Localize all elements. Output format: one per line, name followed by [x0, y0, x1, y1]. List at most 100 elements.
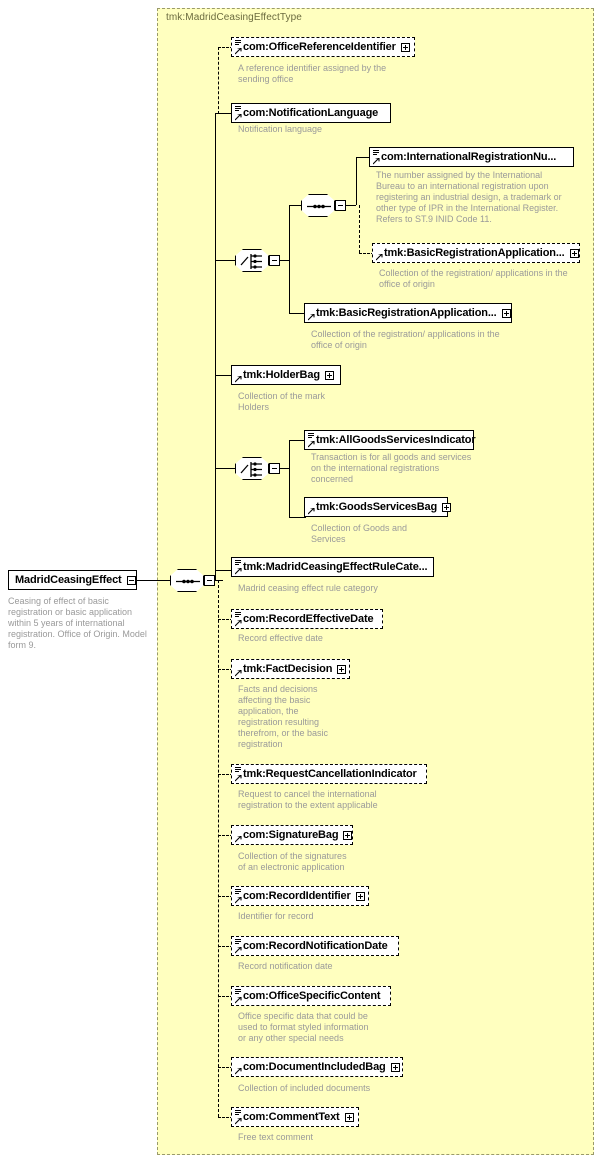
branch-record-effective-date	[218, 619, 233, 620]
simple-type-icon	[235, 1110, 241, 1115]
branch-signature-bag	[218, 835, 233, 836]
branch-office-specific-content	[218, 996, 233, 997]
element-expand-icon[interactable]	[343, 830, 353, 840]
element-label: com:SignatureBag	[243, 828, 339, 841]
annotation-com-OfficeSpecificContent: Office specific data that could be used …	[238, 1011, 369, 1043]
annotation-com-RecordNotificationDate: Record notification date	[238, 961, 333, 971]
simple-type-icon	[235, 40, 241, 45]
element-expand-icon[interactable]	[442, 502, 452, 512]
element-arrow-icon	[373, 158, 380, 165]
element-com-InternationalRegistrationNumber[interactable]: com:InternationalRegistrationNu...	[369, 147, 576, 170]
main-trunk-solid	[215, 113, 216, 581]
branch-madrid-ceasing-effect-rule-category	[215, 570, 233, 571]
branch-to-choice-2	[215, 468, 235, 469]
element-com-OfficeSpecificContent[interactable]: com:OfficeSpecificContent	[231, 986, 393, 1009]
simple-type-icon	[235, 106, 241, 111]
annotation-tmk-HolderBag: Collection of the mark Holders	[238, 391, 326, 412]
element-expand-icon[interactable]	[400, 42, 410, 52]
element-label: com:DocumentIncludedBag	[243, 1060, 386, 1073]
element-com-CommentText[interactable]: com:CommentText	[231, 1107, 361, 1130]
element-label: tmk:RequestCancellationIndicator	[243, 767, 417, 780]
complextype-title: tmk:MadridCeasingEffectType	[166, 12, 302, 23]
annotation-tmk-FactDecision: Facts and decisions affecting the basic …	[238, 684, 329, 749]
element-tmk-RequestCancellationIndicator[interactable]: tmk:RequestCancellationIndicator	[231, 764, 429, 787]
complextype-container	[157, 8, 594, 1155]
connector-choice1-to-subtrunk	[280, 260, 289, 261]
annotation-tmk-BasicRegistrationApplication-alt: Collection of the registration/ applicat…	[311, 329, 500, 350]
choice-2-collapse-icon[interactable]	[269, 463, 283, 476]
root-sequence-collapse-icon[interactable]	[204, 575, 218, 588]
element-com-DocumentIncludedBag[interactable]: com:DocumentIncludedBag	[231, 1057, 405, 1080]
simple-type-icon	[373, 150, 379, 155]
annotation-tmk-AllGoodsServicesIndicator: Transaction is for all goods and service…	[311, 452, 472, 484]
root-element-annotation: Ceasing of effect of basic registration …	[8, 596, 147, 650]
element-expand-icon[interactable]	[569, 248, 579, 258]
root-element-node[interactable]: MadridCeasingEffect	[8, 570, 139, 593]
element-arrow-icon	[235, 376, 242, 383]
annotation-tmk-RequestCancellationIndicator: Request to cancel the international regi…	[238, 789, 378, 810]
element-label: tmk:GoodsServicesBag	[316, 500, 438, 513]
branch-basic-registration-application-inner	[359, 253, 374, 254]
element-label: tmk:MadridCeasingEffectRuleCate...	[243, 560, 428, 573]
branch-office-reference-identifier	[218, 47, 233, 48]
element-label: com:OfficeReferenceIdentifier	[243, 40, 396, 53]
element-com-SignatureBag[interactable]: com:SignatureBag	[231, 825, 355, 848]
root-element-label: MadridCeasingEffect	[15, 573, 122, 586]
element-label: com:RecordEffectiveDate	[243, 612, 374, 625]
simple-type-icon	[235, 560, 241, 565]
branch-all-goods-services-indicator	[289, 440, 306, 441]
branch-document-included-bag	[218, 1067, 233, 1068]
element-tmk-FactDecision[interactable]: tmk:FactDecision	[231, 659, 352, 682]
main-trunk-dashed-top	[218, 47, 219, 114]
element-com-OfficeReferenceIdentifier[interactable]: com:OfficeReferenceIdentifier	[231, 37, 417, 60]
simple-type-icon	[235, 939, 241, 944]
element-tmk-BasicRegistrationApplication-inner[interactable]: tmk:BasicRegistrationApplication...	[372, 243, 582, 266]
element-expand-icon[interactable]	[501, 308, 511, 318]
element-arrow-icon	[235, 775, 242, 782]
element-com-RecordIdentifier[interactable]: com:RecordIdentifier	[231, 886, 371, 909]
element-com-NotificationLanguage[interactable]: com:NotificationLanguage	[231, 103, 393, 126]
annotation-com-OfficeReferenceIdentifier: A reference identifier assigned by the s…	[238, 63, 387, 84]
simple-type-icon	[308, 433, 314, 438]
element-arrow-icon	[235, 568, 242, 575]
branch-holder-bag	[215, 375, 233, 376]
element-arrow-icon	[235, 620, 242, 627]
choice-icon	[235, 457, 269, 480]
sequence-icon	[301, 194, 335, 217]
element-expand-icon[interactable]	[355, 891, 365, 901]
element-com-RecordEffectiveDate[interactable]: com:RecordEffectiveDate	[231, 609, 385, 632]
inner-sequence-subtrunk-dashed	[359, 205, 360, 253]
simple-type-icon	[235, 989, 241, 994]
choice-2-subtrunk	[289, 440, 290, 517]
element-arrow-icon	[235, 1068, 242, 1075]
element-expand-icon[interactable]	[344, 1112, 354, 1122]
element-tmk-BasicRegistrationApplication-alt[interactable]: tmk:BasicRegistrationApplication...	[304, 303, 514, 326]
element-label: com:RecordNotificationDate	[243, 939, 388, 952]
root-collapse-icon[interactable]	[126, 575, 136, 585]
inner-sequence-collapse-icon[interactable]	[335, 200, 349, 213]
element-expand-icon[interactable]	[324, 370, 334, 380]
branch-fact-decision	[218, 669, 233, 670]
element-arrow-icon	[235, 48, 242, 55]
inner-sequence-subtrunk-solid	[356, 157, 357, 205]
element-label: tmk:AllGoodsServicesIndicator	[316, 433, 476, 446]
element-com-RecordNotificationDate[interactable]: com:RecordNotificationDate	[231, 936, 401, 959]
element-arrow-icon	[235, 114, 242, 121]
element-label: com:CommentText	[243, 1110, 340, 1123]
annotation-com-NotificationLanguage: Notification language	[238, 124, 323, 134]
annotation-com-DocumentIncludedBag: Collection of included documents	[238, 1083, 371, 1093]
branch-to-inner-sequence	[289, 205, 302, 206]
element-expand-icon[interactable]	[390, 1062, 400, 1072]
element-label: com:InternationalRegistrationNu...	[381, 150, 557, 163]
element-tmk-GoodsServicesBag[interactable]: tmk:GoodsServicesBag	[304, 497, 452, 520]
element-arrow-icon	[308, 508, 315, 515]
simple-type-icon	[235, 889, 241, 894]
annotation-tmk-GoodsServicesBag: Collection of Goods and Services	[311, 523, 408, 544]
element-tmk-MadridCeasingEffectRuleCategory[interactable]: tmk:MadridCeasingEffectRuleCate...	[231, 557, 436, 580]
element-expand-icon[interactable]	[337, 664, 347, 674]
annotation-tmk-BasicRegistrationApplication-inner: Collection of the registration/ applicat…	[379, 268, 568, 289]
element-tmk-AllGoodsServicesIndicator[interactable]: tmk:AllGoodsServicesIndicator	[304, 430, 476, 453]
element-tmk-HolderBag[interactable]: tmk:HolderBag	[231, 365, 343, 388]
choice-1-collapse-icon[interactable]	[269, 255, 283, 268]
connector-innerseq-to-subtrunk	[346, 205, 356, 206]
